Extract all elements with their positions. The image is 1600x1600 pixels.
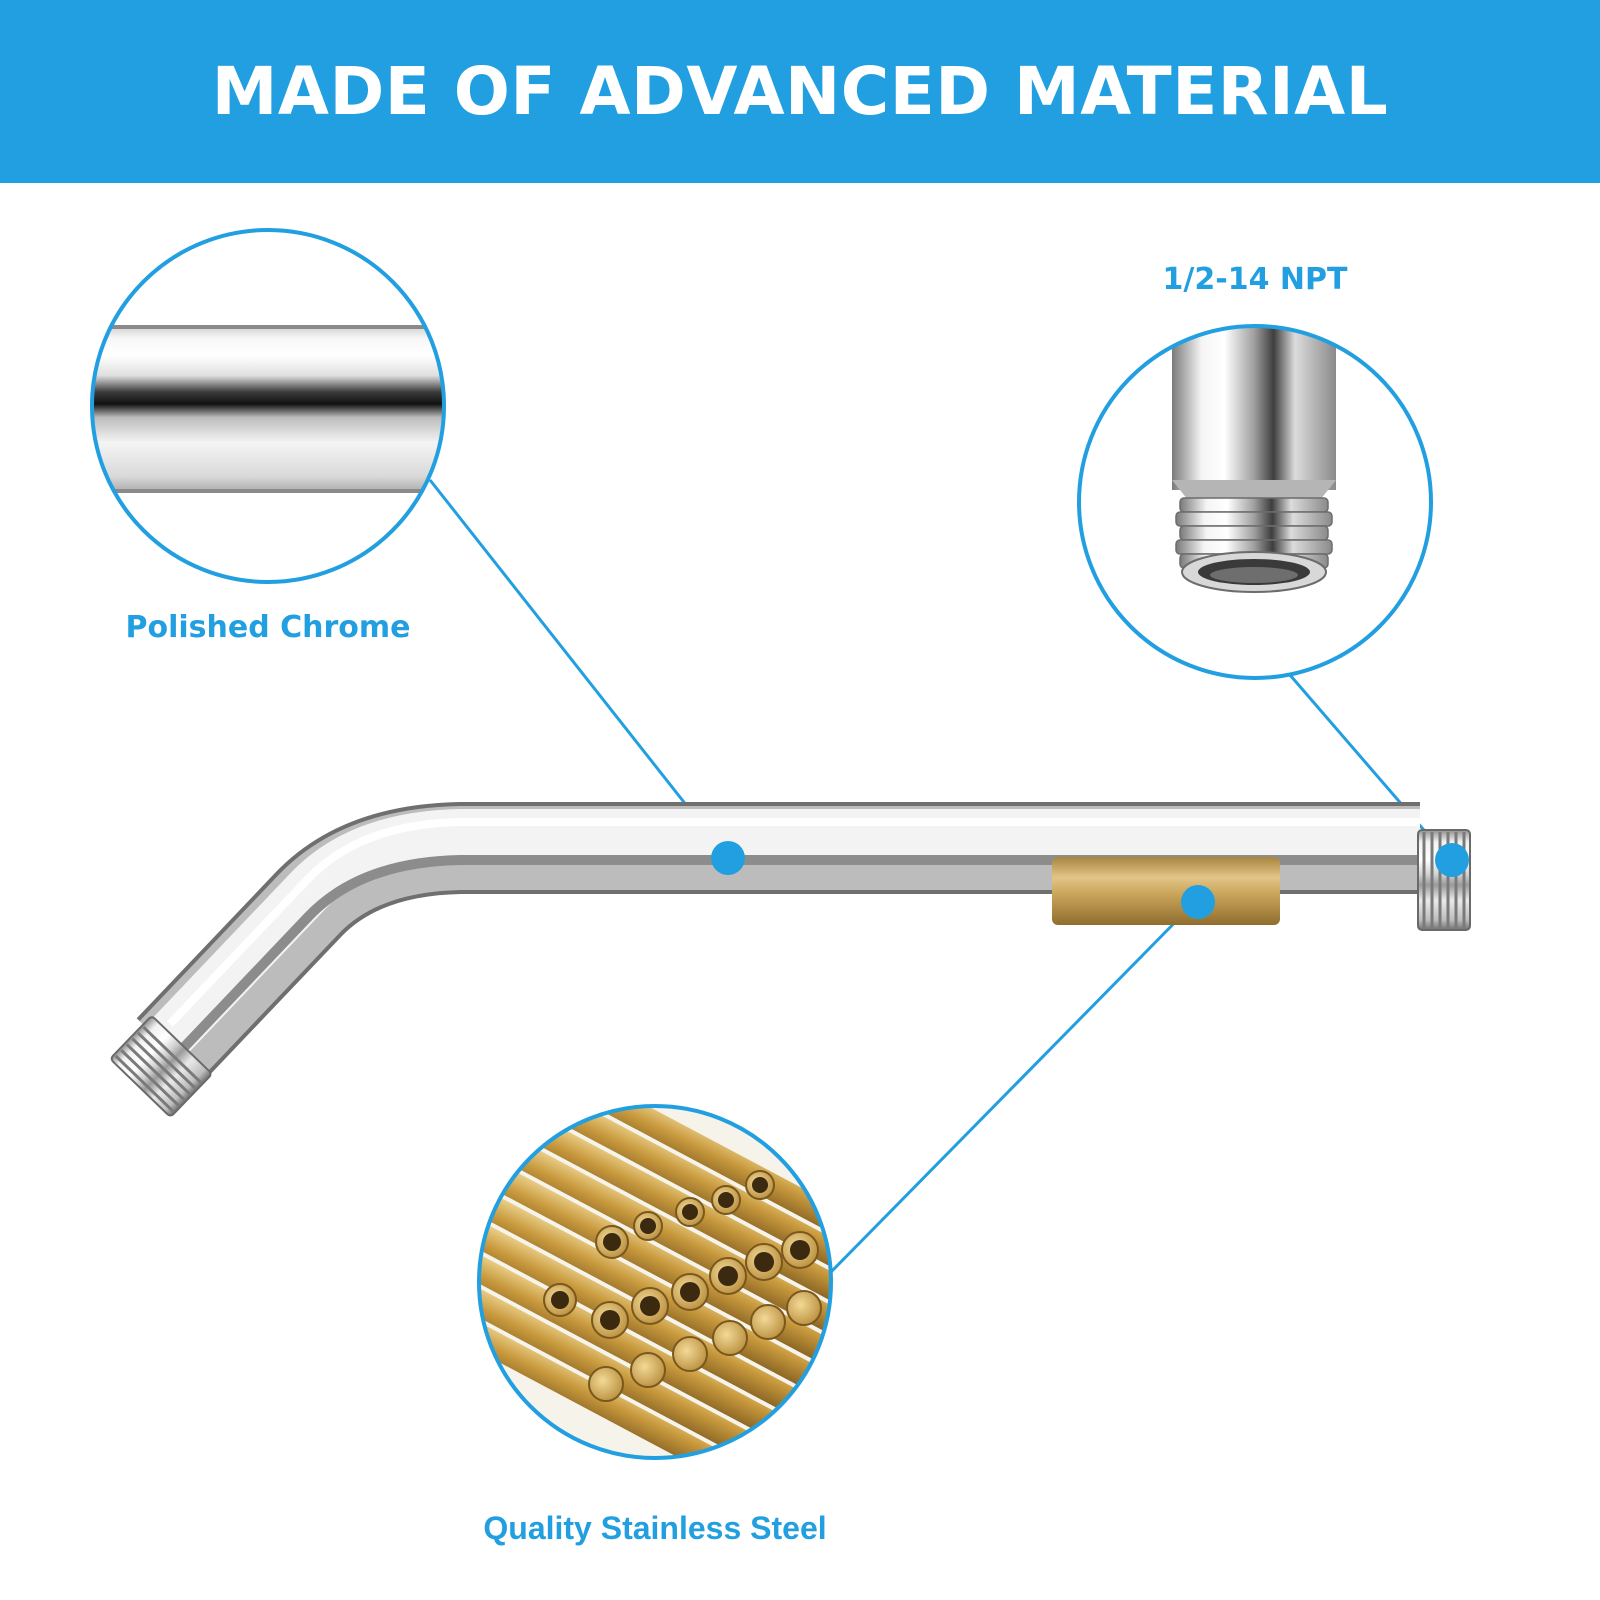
thread-size-label: 1/2-14 NPT	[1162, 262, 1348, 297]
steel-callout-dot	[1181, 885, 1215, 919]
thread-callout-dot	[1435, 843, 1469, 877]
left-thread-icon	[110, 1016, 212, 1117]
polished-chrome-label: Polished Chrome	[125, 610, 411, 645]
callout-lines	[428, 479, 1450, 1277]
page-title: MADE OF ADVANCED MATERIAL	[211, 53, 1389, 130]
shower-arm-pipe-icon	[136, 802, 1420, 1082]
header-banner: MADE OF ADVANCED MATERIAL	[0, 0, 1600, 183]
thread-zoom-circle	[1077, 324, 1433, 680]
brass-core-window	[1052, 857, 1280, 925]
chrome-callout-dot	[711, 841, 745, 875]
stainless-steel-label: Quality Stainless Steel	[483, 1510, 827, 1546]
chrome-zoom-circle	[90, 228, 446, 584]
rod-ends	[543, 1170, 822, 1402]
brass-rods-icon	[477, 1104, 833, 1460]
